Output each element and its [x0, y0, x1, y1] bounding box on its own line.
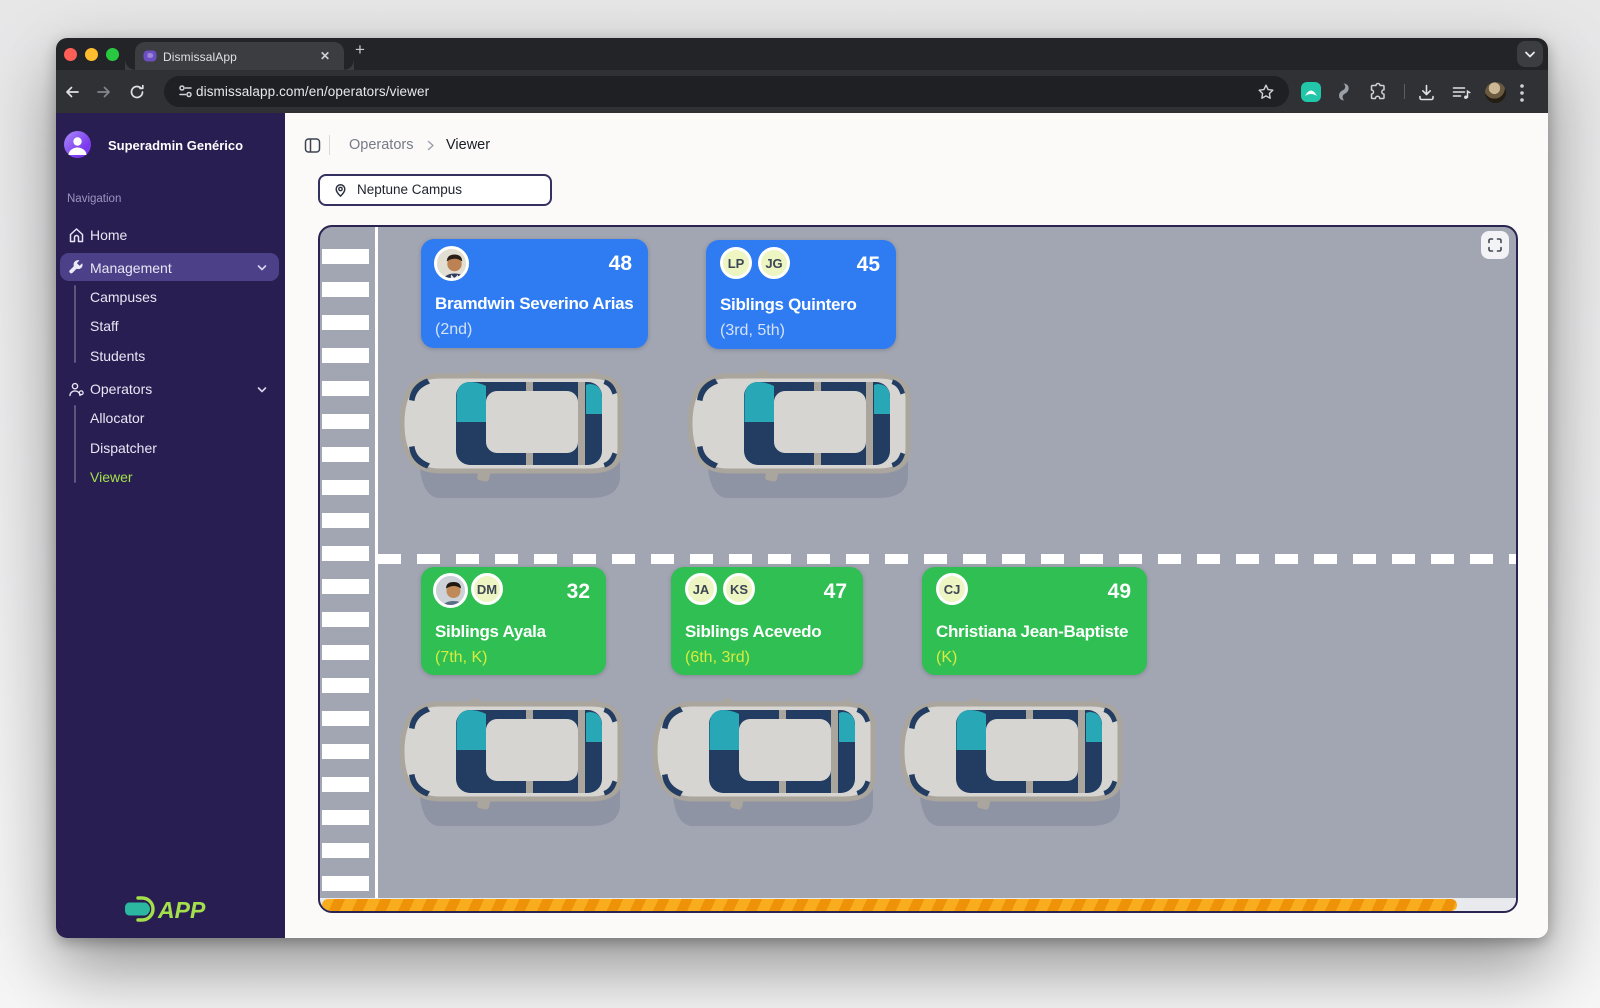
svg-text:APP: APP: [157, 897, 206, 923]
